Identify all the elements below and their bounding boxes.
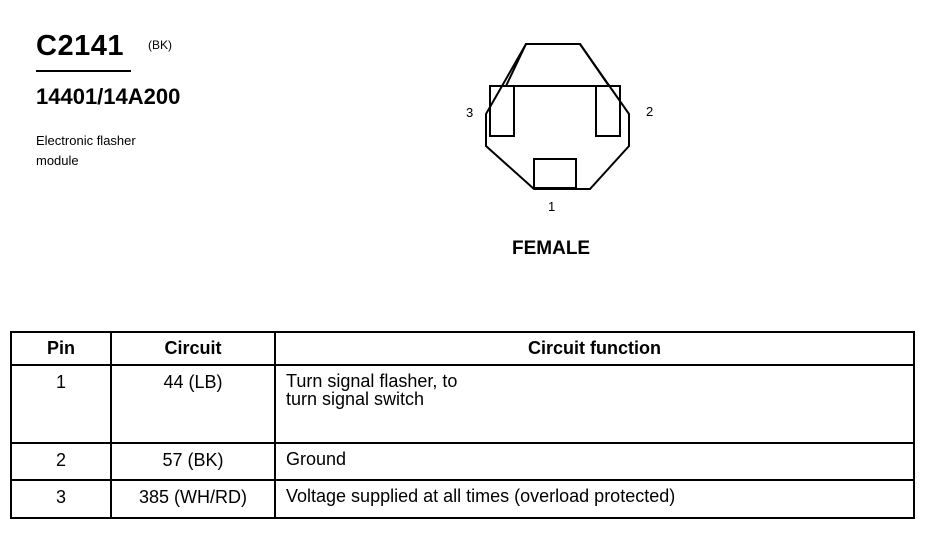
table-row: 3 385 (WH/RD) Voltage supplied at all ti… <box>10 479 915 519</box>
circuit-function: Voltage supplied at all times (overload … <box>274 479 915 519</box>
connector-face-diagram: 3 2 1 <box>466 43 653 214</box>
connector-description: Electronic flasher module <box>36 131 206 171</box>
header-pin: Pin <box>10 331 112 366</box>
connector-outline <box>485 43 630 190</box>
pin-2-label: 2 <box>646 104 653 119</box>
pin-3-terminal <box>489 85 515 137</box>
circuit-function-line: Ground <box>286 449 347 469</box>
pin-3-label: 3 <box>466 105 473 120</box>
circuit-function-line: Turn signal flasher, to <box>286 371 458 391</box>
circuit-number: 44 (LB) <box>110 364 276 444</box>
pin-2-terminal <box>595 85 621 137</box>
table-row: 1 44 (LB) Turn signal flasher, to turn s… <box>10 364 915 444</box>
connector-id: C2141 <box>36 30 124 62</box>
circuit-function-line: turn signal switch <box>286 389 425 409</box>
description-line: module <box>36 153 79 168</box>
circuit-function: Ground <box>274 442 915 481</box>
description-line: Electronic flasher <box>36 133 136 148</box>
table-row: 2 57 (BK) Ground <box>10 442 915 481</box>
circuit-function-line: Voltage supplied at all times (overload … <box>286 486 676 506</box>
circuit-function: Turn signal flasher, to turn signal swit… <box>274 364 915 444</box>
circuit-number: 385 (WH/RD) <box>110 479 276 519</box>
pin-number: 3 <box>10 479 112 519</box>
header-circuit: Circuit <box>110 331 276 366</box>
pin-1-label: 1 <box>548 199 555 214</box>
title-underline <box>36 70 131 72</box>
connector-color: (BK) <box>148 38 172 52</box>
pin-1-terminal <box>533 158 577 189</box>
circuit-number: 57 (BK) <box>110 442 276 481</box>
header-circuit-function: Circuit function <box>274 331 915 366</box>
part-number: 14401/14A200 <box>36 84 181 109</box>
table-header-row: Pin Circuit Circuit function <box>10 331 915 366</box>
pin-circuit-table: Pin Circuit Circuit function 1 44 (LB) T… <box>10 331 915 519</box>
pin-number: 1 <box>10 364 112 444</box>
connector-gender: FEMALE <box>512 238 591 259</box>
connector-inner-outline <box>505 43 610 87</box>
pin-number: 2 <box>10 442 112 481</box>
